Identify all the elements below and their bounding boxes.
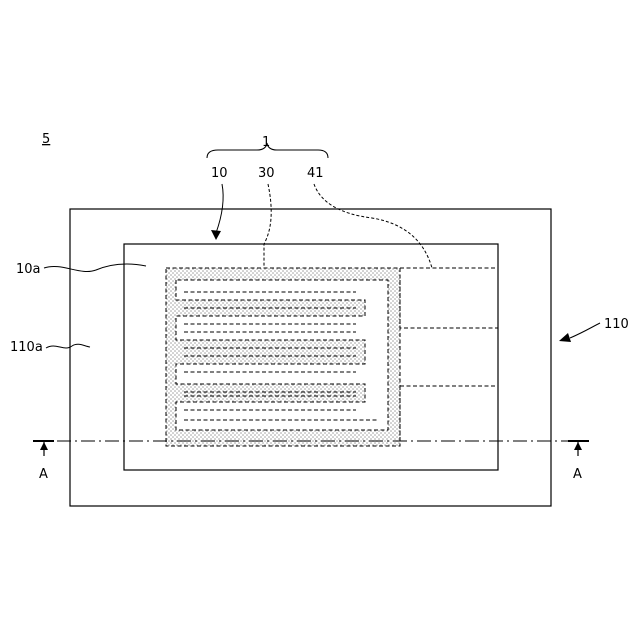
package-surface-leader	[46, 344, 90, 348]
substrate-surface-leader	[44, 264, 146, 272]
package-leader-arrowhead	[559, 333, 571, 342]
lead-leader	[314, 184, 432, 268]
substrate-leader-arrowhead	[211, 230, 221, 240]
resistor-pattern	[166, 268, 400, 446]
package-label: 110	[604, 317, 629, 332]
package-leader	[570, 323, 600, 338]
section-arrowhead-left	[40, 442, 48, 450]
lead-outline	[400, 268, 498, 438]
substrate-label: 10	[211, 166, 228, 181]
resistor-label: 30	[258, 166, 275, 181]
section-label-right: A	[573, 467, 582, 482]
lead-label: 41	[307, 166, 324, 181]
group-label: 1	[262, 135, 270, 150]
package-surface-label: 110a	[10, 340, 43, 355]
substrate-surface-label: 10a	[16, 262, 41, 277]
figure-number: 5	[42, 132, 50, 147]
resistor-leader	[264, 184, 271, 268]
section-arrowhead-right	[574, 442, 582, 450]
section-label-left: A	[39, 467, 48, 482]
